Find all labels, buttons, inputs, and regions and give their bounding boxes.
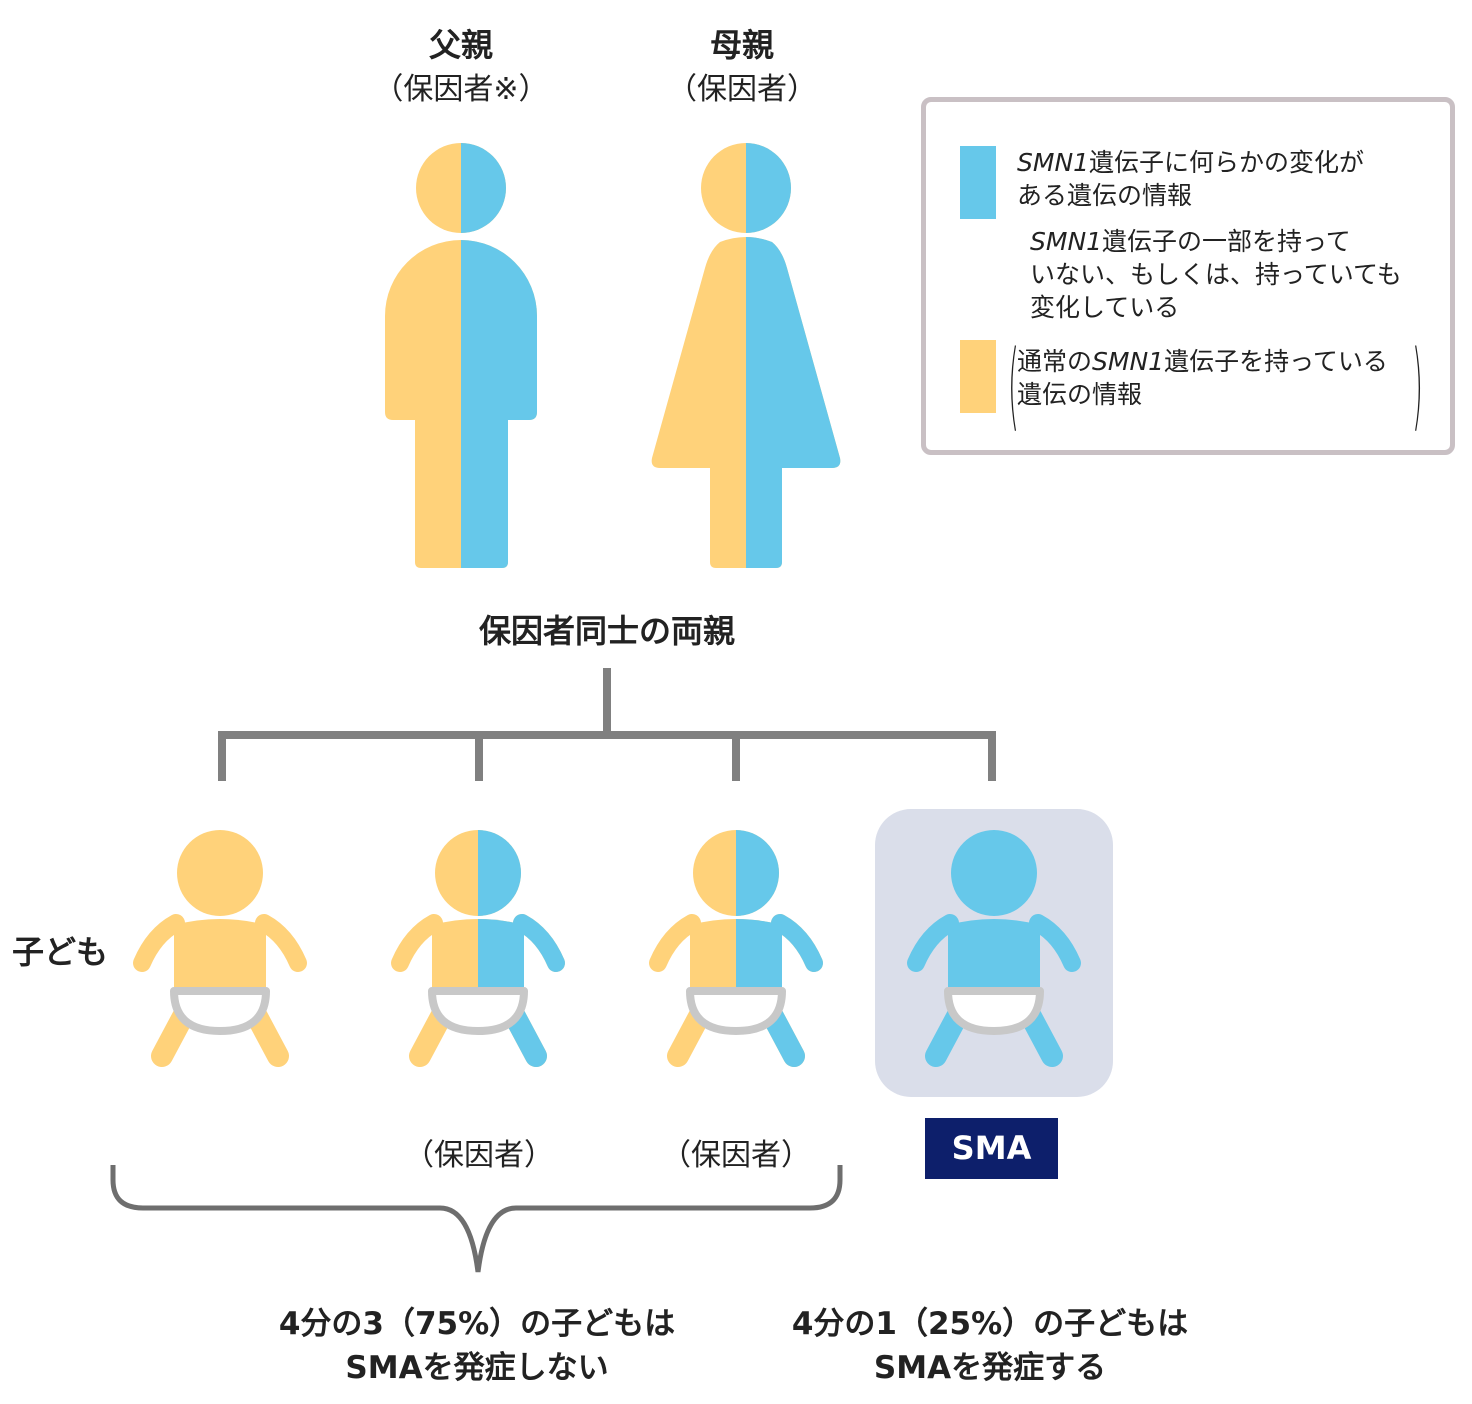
child-2-label: （保因者） (404, 1138, 554, 1173)
outcome-affected: 4分の1（25%）の子どもは SMAを発症する (791, 1306, 1189, 1386)
mother-figure (651, 143, 841, 568)
mother-title: 母親 (709, 26, 774, 64)
legend-label-normal: 通常のSMN1遺伝子を持っている 遺伝の情報 (1017, 347, 1388, 409)
family-connector (218, 668, 996, 781)
children-label: 子ども (12, 933, 109, 971)
sma-badge: SMA (925, 1118, 1058, 1179)
child-figure-carrier (400, 830, 556, 1056)
father-subtitle: （保因者※） (373, 72, 549, 107)
father-title: 父親 (428, 26, 493, 64)
brace (110, 1165, 843, 1273)
father-figure (385, 143, 537, 568)
legend: SMN1遺伝子に何らかの変化が ある遺伝の情報 ( SMN1遺伝子の一部を持って… (921, 97, 1455, 455)
legend-note-close-paren: ) (1412, 329, 1423, 442)
legend-swatch-normal (960, 340, 996, 413)
child-3-label: （保因者） (661, 1138, 811, 1173)
legend-label-variant: SMN1遺伝子に何らかの変化が ある遺伝の情報 (1017, 148, 1365, 210)
child-figure-carrier (658, 830, 814, 1056)
child-figure-normal (142, 830, 298, 1056)
outcome-not-affected: 4分の3（75%）の子どもは SMAを発症しない (278, 1306, 676, 1386)
legend-swatch-variant (960, 146, 996, 219)
legend-note-open-paren: ( (1008, 329, 1019, 442)
mother-subtitle: （保因者） (667, 72, 817, 107)
legend-note: SMN1遺伝子の一部を持って いない、もしくは、持っていても 変化している (1030, 227, 1402, 322)
parents-caption: 保因者同士の両親 (478, 612, 735, 650)
